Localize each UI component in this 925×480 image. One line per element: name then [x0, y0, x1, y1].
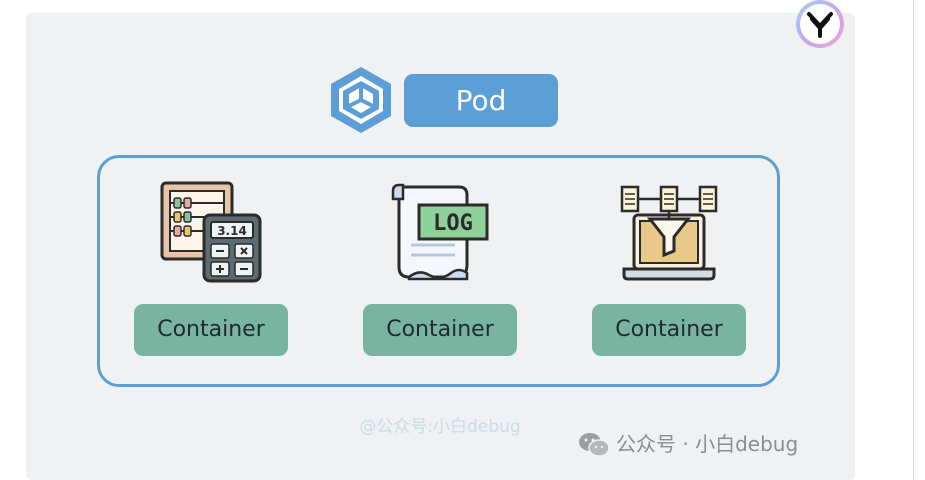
abacus-calculator-icon: 3.14 — [160, 181, 262, 283]
log-scroll-icon: LOG — [391, 183, 489, 281]
container-label-1: Container — [134, 304, 288, 356]
container-label-3: Container — [592, 304, 746, 356]
kubernetes-pod-hex-icon — [331, 67, 391, 133]
pod-label: Pod — [404, 74, 558, 127]
pod-boundary — [97, 155, 780, 387]
watermark-corner-text: 公众号 · 小白debug — [616, 432, 799, 456]
log-text: LOG — [433, 211, 473, 236]
right-divider — [913, 0, 914, 480]
container-label-2: Container — [363, 304, 517, 356]
wechat-icon — [579, 433, 610, 457]
calculator-display: 3.14 — [217, 224, 247, 238]
data-funnel-laptop-icon — [620, 185, 718, 281]
brand-avatar-icon — [796, 0, 844, 48]
watermark-center: @公众号:小白debug — [359, 417, 521, 437]
